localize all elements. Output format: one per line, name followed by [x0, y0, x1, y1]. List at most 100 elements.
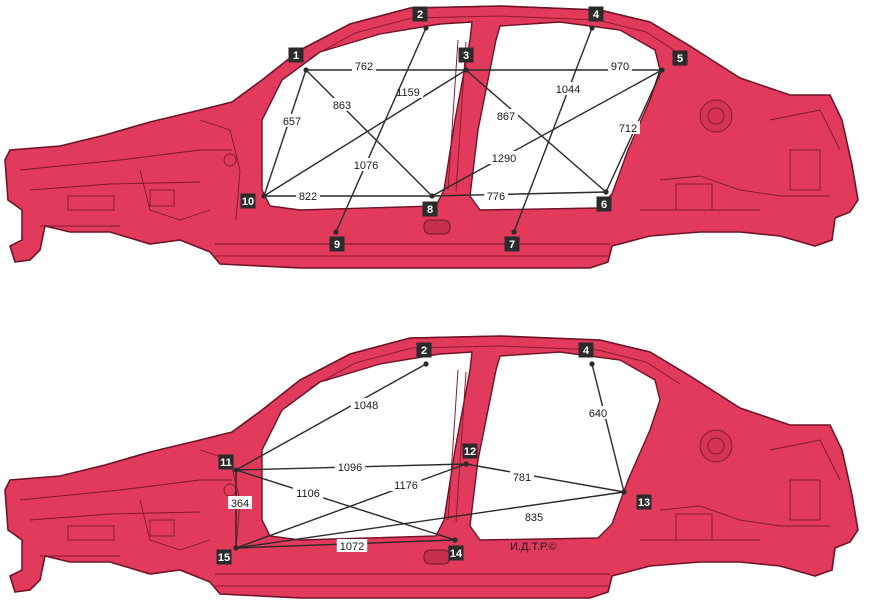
- top-dim-value-1159: 1159: [396, 87, 420, 99]
- top-dim-label-bg: [392, 85, 424, 98]
- top-marker-label-7: 7: [509, 239, 515, 251]
- bottom-marker-box-15: [216, 549, 232, 565]
- top-dim-line-3-6: [465, 69, 607, 193]
- top-marker-label-9: 9: [334, 239, 340, 251]
- top-dim-label-bg: [484, 189, 508, 202]
- bottom-marker-label-2: 2: [421, 345, 427, 357]
- top-marker-box-2: [412, 6, 428, 22]
- top-marker-label-1: 1: [293, 50, 299, 62]
- bottom-dim-value-364: 364: [231, 498, 249, 510]
- bottom-dim-label-bg: [522, 510, 546, 523]
- top-marker-label-2: 2: [417, 9, 423, 21]
- top-dim-value-762: 762: [355, 61, 373, 73]
- bottom-point-13: [621, 489, 627, 495]
- top-point-9: [333, 229, 339, 235]
- top-marker-label-4: 4: [593, 9, 600, 21]
- top-dim-label-bg: [352, 59, 376, 72]
- top-dim-value-822: 822: [299, 191, 317, 203]
- top-dim-label-bg: [616, 121, 640, 134]
- top-marker-box-9: [329, 236, 345, 252]
- bottom-point-14: [452, 537, 458, 543]
- bottom-marker-label-11: 11: [220, 457, 232, 469]
- bottom-dim-value-1072: 1072: [340, 541, 364, 553]
- bottom-marker-label-14: 14: [450, 548, 463, 560]
- bottom-point-12: [463, 461, 469, 467]
- top-dim-value-970: 970: [611, 61, 629, 73]
- top-dim-label-bg: [488, 151, 520, 164]
- top-dim-label-bg: [494, 109, 518, 122]
- top-marker-label-8: 8: [427, 204, 433, 216]
- top-marker-box-1: [288, 47, 304, 63]
- bottom-marker-box-12: [462, 443, 478, 459]
- top-point-8: [429, 193, 435, 199]
- bottom-point-11: [233, 467, 239, 473]
- bottom-marker-label-15: 15: [218, 552, 230, 564]
- top-dim-value-1290: 1290: [492, 153, 516, 165]
- bottom-dim-line-12-13: [465, 463, 625, 493]
- top-point-10: [261, 193, 267, 199]
- bottom-dim-label-bg: [334, 460, 366, 473]
- top-dim-label-bg: [296, 189, 320, 202]
- bottom-dim-label-bg: [350, 398, 382, 411]
- credit-text: И.Д.Т.Р.©: [510, 541, 556, 553]
- top-point-1: [303, 67, 309, 73]
- top-dim-value-657: 657: [283, 116, 301, 128]
- top-point-6: [603, 189, 609, 195]
- top-marker-label-5: 5: [677, 53, 683, 65]
- bottom-dim-label-bg: [336, 539, 368, 552]
- bottom-dim-value-1048: 1048: [354, 400, 378, 412]
- bottom-dim-line-15-13: [235, 491, 625, 549]
- top-dim-label-bg: [330, 98, 354, 111]
- top-marker-box-6: [596, 196, 612, 212]
- bottom-dim-value-1106: 1106: [296, 488, 320, 500]
- top-dim-value-1044: 1044: [556, 84, 580, 96]
- bottom-point-15: [233, 545, 239, 551]
- top-marker-label-10: 10: [242, 196, 254, 208]
- top-marker-box-5: [672, 50, 688, 66]
- top-dim-value-712: 712: [619, 123, 637, 135]
- bottom-marker-label-13: 13: [638, 497, 650, 509]
- bottom-marker-box-11: [218, 454, 234, 470]
- bottom-dim-value-835: 835: [525, 512, 543, 524]
- top-point-4: [589, 25, 595, 31]
- bottom-dim-line-2-11: [235, 363, 427, 471]
- top-dim-line-5-8: [431, 69, 663, 197]
- top-dim-label-bg: [552, 82, 584, 95]
- bottom-dim-value-640: 640: [589, 408, 607, 420]
- bottom-dim-label-bg: [292, 486, 324, 499]
- top-dim-value-863: 863: [333, 100, 351, 112]
- top-dim-line-1-8: [305, 69, 433, 197]
- top-dim-line-3-10: [263, 69, 467, 197]
- top-dim-value-1076: 1076: [354, 160, 378, 172]
- top-marker-box-7: [504, 236, 520, 252]
- bottom-dim-line-4-13: [591, 363, 625, 493]
- bottom-dim-line-15-12: [235, 463, 467, 549]
- bottom-dim-label-bg: [228, 496, 252, 509]
- bottom-marker-label-12: 12: [464, 446, 476, 458]
- top-point-7: [511, 229, 517, 235]
- top-dim-line-1-10: [263, 69, 307, 197]
- bottom-dim-value-1176: 1176: [394, 480, 418, 492]
- top-point-2: [423, 25, 429, 31]
- bottom-dim-value-1096: 1096: [338, 462, 362, 474]
- bottom-marker-box-13: [636, 494, 652, 510]
- top-dim-label-bg: [350, 158, 382, 171]
- bottom-point-4: [589, 361, 595, 367]
- bottom-marker-box-14: [448, 545, 464, 561]
- top-dim-label-bg: [280, 114, 304, 127]
- bottom-marker-box-2: [416, 342, 432, 358]
- top-point-5: [659, 67, 665, 73]
- top-dim-line-2-9: [335, 27, 427, 233]
- top-marker-box-10: [240, 193, 256, 209]
- bottom-point-2: [423, 361, 429, 367]
- bottom-marker-label-4: 4: [583, 345, 590, 357]
- top-dim-value-776: 776: [487, 191, 505, 203]
- top-marker-box-8: [422, 201, 438, 217]
- bottom-dim-label-bg: [586, 406, 610, 419]
- bottom-dim-label-bg: [390, 478, 422, 491]
- top-dim-value-867: 867: [497, 111, 515, 123]
